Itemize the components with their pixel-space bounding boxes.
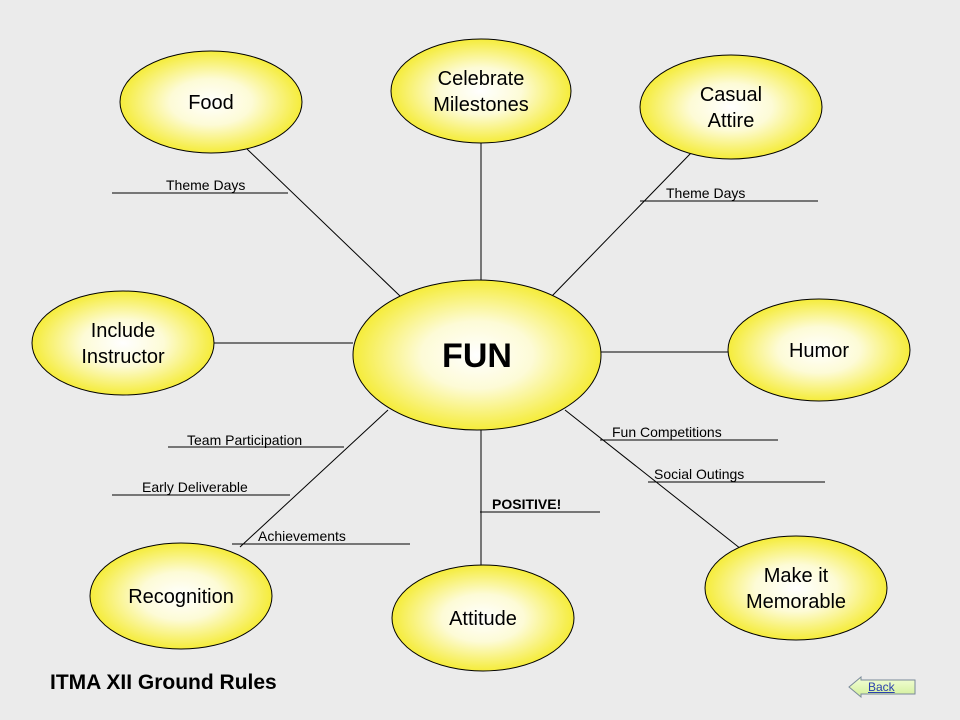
label-early-deliverable: Early Deliverable bbox=[142, 479, 248, 495]
node-label: Recognition bbox=[128, 586, 234, 608]
node-label: Milestones bbox=[433, 94, 529, 116]
label-theme-days-right: Theme Days bbox=[666, 185, 745, 201]
node-memorable: Make it Memorable bbox=[704, 535, 888, 641]
connector-line bbox=[551, 152, 692, 297]
node-ellipse bbox=[639, 54, 823, 160]
node-label: Attitude bbox=[449, 608, 517, 630]
connector-lines bbox=[214, 143, 742, 565]
node-food: Food bbox=[119, 50, 303, 154]
node-humor: Humor bbox=[727, 298, 911, 402]
node-label: Attire bbox=[708, 110, 755, 132]
node-ellipse bbox=[119, 50, 303, 154]
center-node: FUN bbox=[352, 279, 602, 431]
node-label: Make it bbox=[764, 565, 829, 587]
node-label: Celebrate bbox=[438, 68, 525, 90]
node-ellipse bbox=[390, 38, 572, 144]
connector-line bbox=[239, 409, 389, 548]
center-label: FUN bbox=[442, 337, 512, 375]
node-attitude: Attitude bbox=[391, 564, 575, 672]
node-label: Instructor bbox=[81, 346, 165, 368]
node-label: Food bbox=[188, 92, 234, 114]
label-achievements: Achievements bbox=[258, 528, 346, 544]
label-fun-competitions: Fun Competitions bbox=[612, 424, 722, 440]
node-label: Casual bbox=[700, 84, 762, 106]
label-team-participation: Team Participation bbox=[187, 432, 302, 448]
node-recognition: Recognition bbox=[89, 542, 273, 650]
center-ellipse bbox=[352, 279, 602, 431]
node-label: Memorable bbox=[746, 591, 846, 613]
connector-line bbox=[246, 148, 401, 297]
node-label: Humor bbox=[789, 340, 849, 362]
node-label: Include bbox=[91, 320, 156, 342]
slide-title: ITMA XII Ground Rules bbox=[50, 671, 277, 694]
node-ellipse bbox=[727, 298, 911, 402]
label-social-outings: Social Outings bbox=[654, 466, 744, 482]
node-ellipse bbox=[89, 542, 273, 650]
back-arrow-icon bbox=[848, 676, 916, 698]
node-ellipse bbox=[391, 564, 575, 672]
label-positive: POSITIVE! bbox=[492, 496, 561, 512]
back-button[interactable]: Back bbox=[848, 676, 916, 698]
node-ellipse bbox=[31, 290, 215, 396]
node-ellipse bbox=[704, 535, 888, 641]
back-link[interactable]: Back bbox=[868, 680, 895, 694]
connector-line bbox=[564, 409, 742, 550]
label-theme-days-left: Theme Days bbox=[166, 177, 245, 193]
label-underlines bbox=[112, 192, 825, 545]
